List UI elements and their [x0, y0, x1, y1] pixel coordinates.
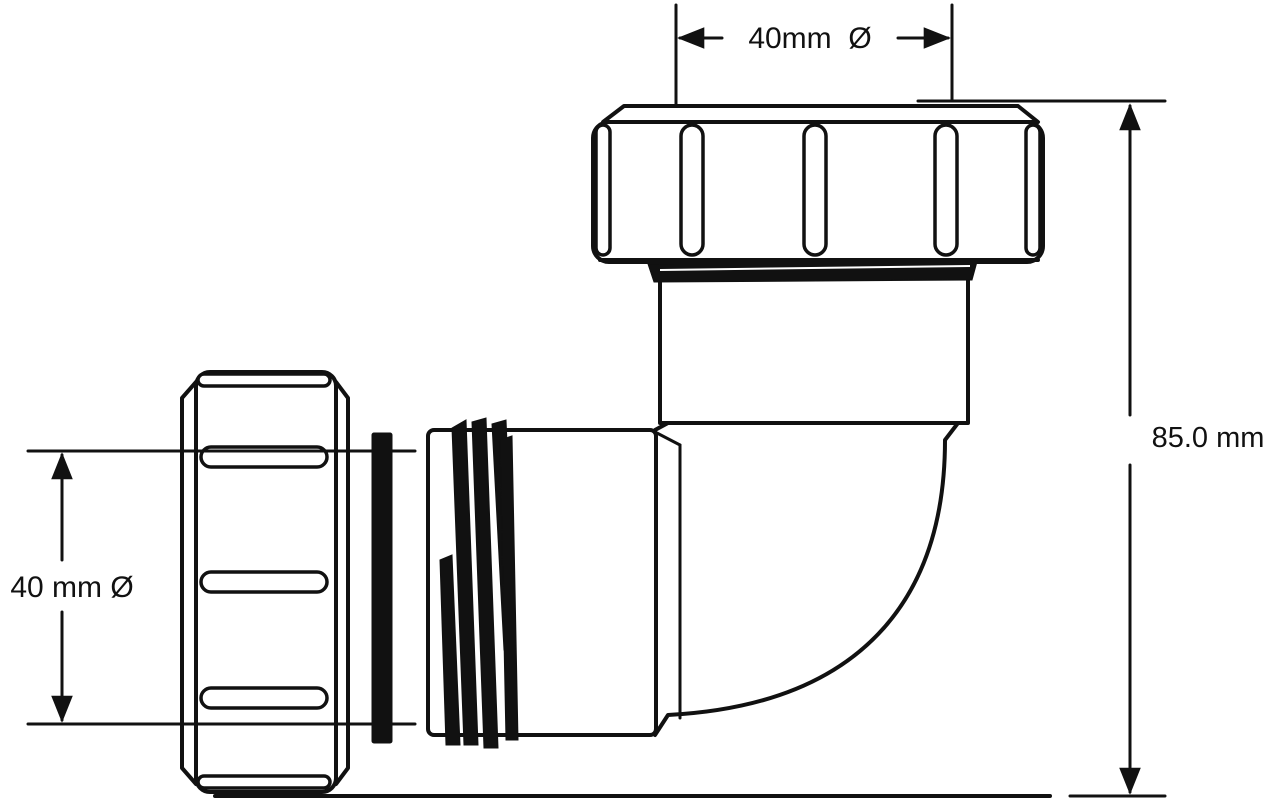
left-compression-nut [180, 370, 350, 794]
left-diameter-label: 40 mm Ø [10, 571, 133, 604]
top-diameter-dimension: 40mm Ø [674, 3, 954, 108]
grip-rib [199, 686, 329, 710]
grip-rib [802, 123, 828, 257]
top-compression-nut [591, 104, 1045, 264]
left-diameter-dimension: 40 mm Ø [10, 449, 417, 726]
grip-rib [199, 570, 329, 594]
horizontal-thread [439, 417, 519, 749]
height-dimension: 85.0 mm [916, 99, 1265, 795]
top-diameter-label: 40mm Ø [748, 22, 871, 55]
grip-rib [679, 123, 705, 257]
grip-rib [933, 123, 959, 257]
sealing-washer [371, 432, 393, 744]
height-label: 85.0 mm [1152, 422, 1265, 454]
